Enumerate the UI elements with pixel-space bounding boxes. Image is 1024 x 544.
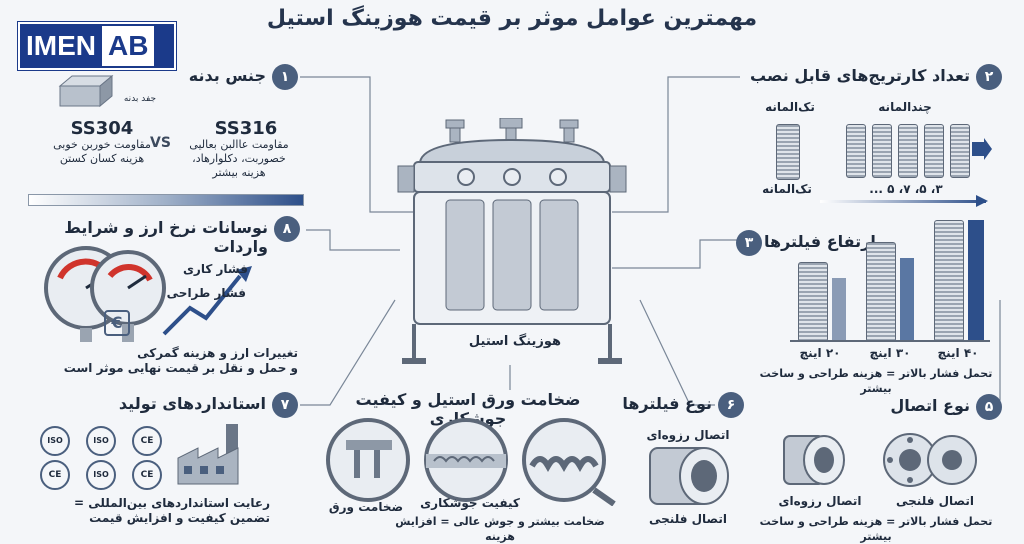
flanged-connection-label: اتصال فلنجی bbox=[896, 494, 974, 508]
single-element-label-top: تک‌المانه bbox=[765, 100, 815, 114]
section-7-badge: ۷ bbox=[272, 392, 298, 418]
multi-element-label-top: چندالمانه bbox=[878, 100, 932, 114]
height-bar-40 bbox=[968, 220, 984, 340]
section-6-heading: نوع فیلترها bbox=[622, 394, 712, 413]
label-20-inch: ۲۰ اینچ bbox=[799, 346, 841, 360]
housing-label: هوزینگ استیل bbox=[468, 334, 562, 349]
single-element-label-bottom: تک‌المانه bbox=[762, 182, 812, 196]
filter-flanged-label: اتصال فلنجی bbox=[649, 512, 727, 526]
multi-cartridge bbox=[872, 124, 892, 178]
steel-housing-illustration bbox=[397, 118, 627, 364]
label-30-inch: ۳۰ اینچ bbox=[869, 346, 911, 360]
scale-arrow-line bbox=[820, 200, 986, 203]
section-7-heading: استانداردهای تولید bbox=[118, 394, 266, 413]
ss316-desc: مقاومت عاالبن بعالیی خصوربت، دکلوارهاد، … bbox=[174, 138, 304, 180]
section-1-badge: ۱ bbox=[272, 64, 298, 90]
pressure-gauges-icon bbox=[44, 246, 252, 342]
ce-icon: CE bbox=[40, 460, 70, 490]
ce-icon: CE bbox=[132, 426, 162, 456]
sheet-thickness-label: ضخامت ورق bbox=[328, 500, 404, 514]
weld-quality-label: کیفیت جوشکاری bbox=[420, 496, 520, 510]
euro-icon: € bbox=[104, 310, 130, 336]
section-5-heading: نوع اتصال bbox=[890, 396, 970, 415]
section-1-heading: جنس بدنه bbox=[188, 66, 266, 85]
work-pressure-label: فشار کاری bbox=[182, 262, 248, 276]
page-title: مهمترین عوامل موثر بر قیمت هوزینگ استیل bbox=[266, 6, 758, 31]
logo-text-2: AB bbox=[102, 26, 155, 66]
arrow-right-icon bbox=[972, 138, 992, 160]
logo-text-1: IMEN bbox=[26, 30, 96, 61]
multi-cartridge bbox=[846, 124, 866, 178]
single-cartridge bbox=[776, 124, 800, 180]
flanged-fitting-icon bbox=[883, 433, 977, 487]
section-8-note-line-2: و حمل و نقل بر قیمت نهایی موثر است bbox=[63, 361, 298, 375]
ss304-desc-line-2: هزینه کسان کستن bbox=[59, 152, 145, 165]
multi-cartridge bbox=[950, 124, 970, 178]
ss316-desc-line-2: خصوربت، دکلوارهاد، bbox=[192, 152, 286, 165]
section-8-badge: ۸ bbox=[274, 216, 300, 242]
welding-note: ضخامت بیشتر و جوش عالی = افزایش هزینه bbox=[395, 515, 605, 543]
arrow-head-icon bbox=[976, 195, 988, 207]
section-3-heading: ارتفاع فیلترها bbox=[764, 232, 876, 251]
threaded-connection-label: اتصال رزوه‌ای bbox=[778, 494, 862, 508]
height-bar-20 bbox=[832, 278, 846, 340]
label-40-inch: ۴۰ اینچ bbox=[937, 346, 979, 360]
thickness-label: جفد بدنه bbox=[123, 94, 157, 104]
multi-element-counts: ۳، ۵، ۷، ۵ ... bbox=[869, 182, 943, 196]
iso-icon: ISO bbox=[40, 426, 70, 456]
certification-icons: ISO ISO CE CE ISO CE bbox=[38, 426, 178, 490]
ss316-desc-line-1: مقاومت عاالبن بعالیی bbox=[189, 138, 289, 151]
factory-icon bbox=[177, 424, 239, 485]
design-pressure-label: فشار طراحی bbox=[166, 286, 246, 300]
section-5-note: تحمل فشار بالاتر = هزینه طراحی و ساخت بی… bbox=[759, 515, 993, 543]
ss304-desc: مقاومت خوربن خوبی هزینه کسان کستن bbox=[34, 138, 170, 166]
section-7-note-line-1: رعایت استانداردهای بین‌المللی = bbox=[74, 496, 270, 510]
ce-icon: CE bbox=[132, 460, 162, 490]
section-5-badge: ۵ bbox=[976, 394, 1002, 420]
threaded-fitting-icon bbox=[783, 435, 845, 485]
section-8-note-line-1: تغییرات ارز و هزینه گمرکی bbox=[137, 346, 298, 360]
iso-icon: ISO bbox=[86, 460, 116, 490]
section-2-badge: ۲ bbox=[976, 64, 1002, 90]
section-8-note: تغییرات ارز و هزینه گمرکی و حمل و نقل بر… bbox=[28, 346, 298, 376]
iso-icon: ISO bbox=[86, 426, 116, 456]
filter-threaded-label: اتصال رزوه‌ای bbox=[646, 428, 730, 442]
section-7-note-line-2: تضمین کیفیت و افزایش قیمت bbox=[89, 511, 270, 525]
ss304-label: SS304 bbox=[70, 118, 134, 139]
cartridge-20 bbox=[798, 262, 828, 342]
ss304-desc-line-1: مقاومت خوربن خوبی bbox=[53, 138, 151, 151]
section-3-badge: ۳ bbox=[736, 230, 762, 256]
steel-block-icon bbox=[58, 74, 114, 108]
multi-cartridge bbox=[898, 124, 918, 178]
section-2-heading: تعداد کارتریج‌های قابل نصب bbox=[750, 66, 970, 85]
cartridge-40 bbox=[934, 220, 964, 342]
material-gradient-bar bbox=[28, 194, 304, 206]
vs-label: VS bbox=[150, 135, 171, 151]
ss316-desc-line-3: هزینه بیشتر bbox=[212, 166, 266, 179]
section-6-badge: ۶ bbox=[718, 392, 744, 418]
height-bar-30 bbox=[900, 258, 914, 340]
section-8-heading: نوسانات نرخ ارز و شرایط واردات bbox=[64, 218, 268, 256]
cartridge-30 bbox=[866, 242, 896, 342]
multi-cartridge bbox=[924, 124, 944, 178]
filter-end-cap-icon bbox=[649, 447, 729, 505]
ss316-label: SS316 bbox=[214, 118, 278, 139]
baseline bbox=[790, 340, 990, 342]
section-3-note: تحمل فشار بالاتر = هزینه طراحی و ساخت بی… bbox=[759, 367, 993, 395]
welding-illustrations bbox=[326, 418, 616, 506]
section-7-note: رعایت استانداردهای بین‌المللی = تضمین کی… bbox=[50, 496, 270, 526]
brand-logo[interactable]: IMEN AB bbox=[18, 22, 176, 70]
